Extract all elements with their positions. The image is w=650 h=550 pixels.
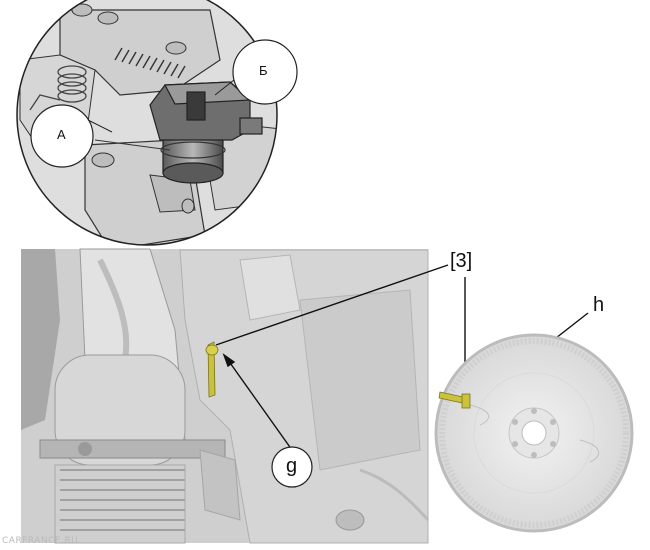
callout-b [214, 39, 298, 105]
locking-pin-g [205, 341, 219, 398]
label-h: h [593, 294, 605, 316]
callout-b-label: Б [259, 63, 268, 78]
callout-a-label: А [57, 127, 66, 142]
locking-pin-flywheel [438, 391, 471, 409]
label-ref-3: [3] [450, 250, 473, 272]
label-g: g [286, 455, 298, 477]
callout-g [271, 446, 313, 488]
callout-a [30, 104, 113, 168]
flywheel [434, 333, 634, 533]
engine-photo [21, 248, 430, 544]
watermark: CARFRANCE.RU [2, 536, 79, 546]
